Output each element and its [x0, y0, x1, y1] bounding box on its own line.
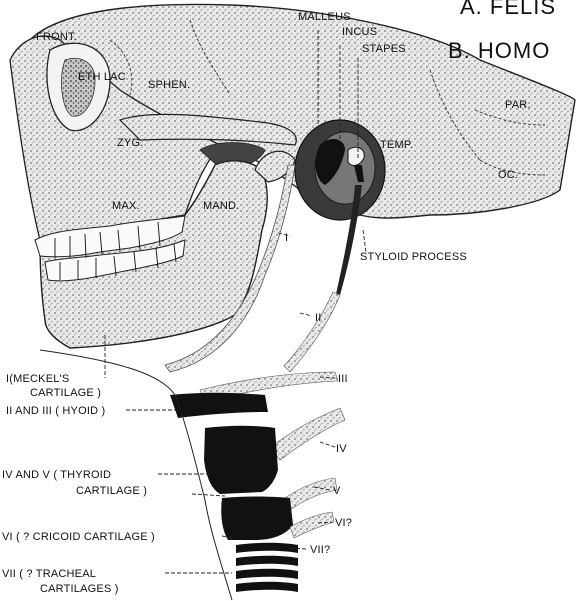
arch-ii-label: II [315, 312, 322, 324]
label-meckel-2: CARTILAGE ) [30, 387, 101, 399]
label-hyoid: II AND III ( HYOID ) [6, 405, 105, 417]
label-meckel-1: I(MECKEL'S [6, 373, 69, 385]
arch-ii-strip [284, 292, 340, 372]
arch-iv-label: IV [336, 443, 347, 455]
tracheal-rings [236, 543, 298, 592]
label-tracheal-1: VII ( ? TRACHEAL [2, 568, 96, 580]
hyoid-bone [170, 393, 268, 418]
title-b: B. HOMO [448, 38, 550, 63]
arch-v-strip [285, 478, 337, 510]
label-thyroid-1: IV AND V ( THYROID [2, 469, 111, 481]
label-zyg: ZYG. [117, 137, 143, 149]
label-mand: MAND. [203, 200, 239, 212]
label-front: FRONT. [36, 31, 77, 43]
cricoid-cartilage [221, 497, 293, 541]
header-titles: A. FELIS B. HOMO [448, 0, 556, 63]
title-a: A. FELIS [460, 0, 556, 19]
label-malleus: MALLEUS [298, 11, 351, 23]
arch-v-label: V [333, 485, 341, 497]
label-sphen: SPHEN. [148, 79, 190, 91]
arch-vii-label: VII? [310, 544, 330, 556]
label-cricoid: VI ( ? CRICOID CARTILAGE ) [2, 531, 155, 543]
label-thyroid-2: CARTILAGE ) [76, 485, 147, 497]
arch-i-label: I [285, 232, 288, 244]
arch-iii-label: III [338, 373, 348, 385]
label-par: PAR. [505, 99, 531, 111]
label-temp: TEMP. [380, 139, 413, 151]
arch-iv-strip [270, 408, 345, 460]
label-eth-lac: ETH LAC [78, 71, 126, 83]
thyroid-cartilage [204, 426, 278, 494]
label-stapes: STAPES [362, 43, 406, 55]
label-incus: INCUS [342, 26, 377, 38]
label-styloid: STYLOID PROCESS [360, 251, 467, 263]
arch-vi-label: VI? [335, 517, 352, 529]
label-oc: OC. [498, 169, 518, 181]
arch-vi-strip [290, 512, 334, 538]
cartilage-labels: I(MECKEL'S CARTILAGE ) II AND III ( HYOI… [2, 373, 155, 595]
label-tracheal-2: CARTILAGES ) [40, 583, 119, 595]
label-max: MAX. [112, 200, 140, 212]
